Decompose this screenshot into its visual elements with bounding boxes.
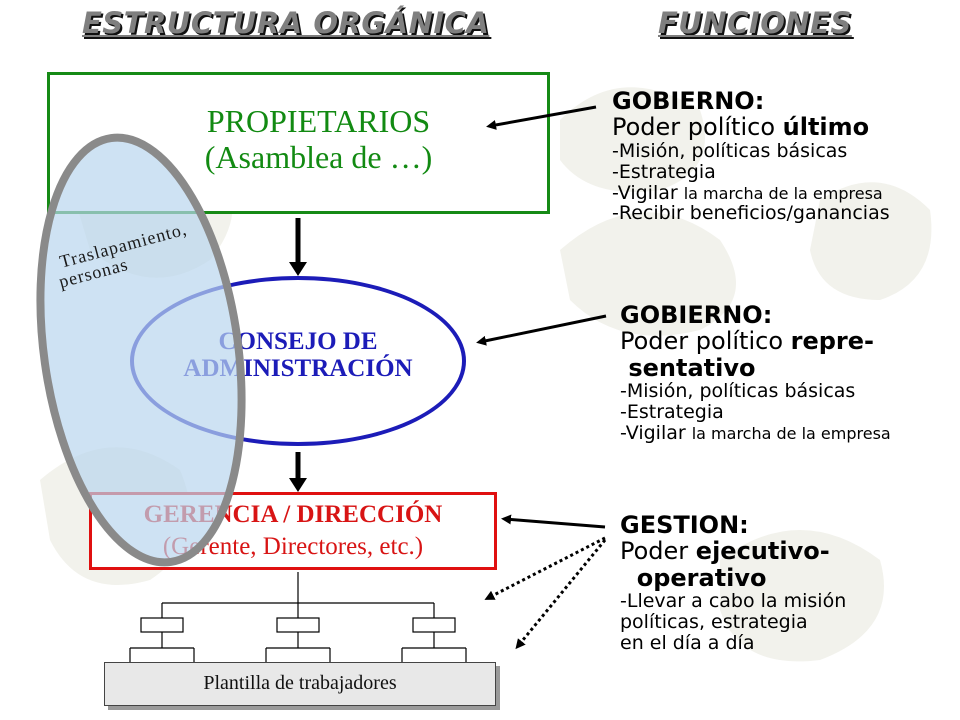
owners-item-3-detail: la marcha de la empresa bbox=[683, 183, 883, 203]
management-functions-subtitle: Poder bbox=[620, 537, 696, 566]
structure-header: ESTRUCTURA ORGÁNICA bbox=[82, 6, 490, 40]
owners-subtitle: (Asamblea de …) bbox=[204, 139, 433, 175]
board-functions-subtitle: Poder político bbox=[620, 327, 791, 356]
owners-item-1: -Misión, políticas básicas bbox=[612, 139, 848, 162]
board-functions: GOBIERNO: Poder político repre- sentativ… bbox=[620, 302, 891, 444]
owners-functions: GOBIERNO: Poder político último -Misión,… bbox=[612, 88, 890, 224]
management-item-3: en el día a día bbox=[620, 631, 755, 654]
board-item-1: -Misión, políticas básicas bbox=[620, 380, 856, 403]
overlap-ellipse bbox=[36, 133, 246, 567]
workforce-dotted-arrow-2 bbox=[515, 539, 607, 650]
management-functions-subtitle-bold-2: operativo bbox=[620, 563, 767, 592]
board-functions-title: GOBIERNO: bbox=[620, 301, 773, 329]
management-item-2: políticas, estrategia bbox=[620, 611, 808, 634]
board-item-3: -Vigilar bbox=[620, 421, 692, 444]
owners-functions-title: GOBIERNO: bbox=[612, 87, 765, 115]
board-function-arrow bbox=[476, 314, 607, 346]
management-functions: GESTION: Poder ejecutivo- operativo -Lle… bbox=[620, 512, 846, 654]
owners-item-2: -Estrategia bbox=[612, 160, 716, 183]
management-functions-subtitle-bold: ejecutivo- bbox=[695, 537, 830, 566]
management-functions-title: GESTION: bbox=[620, 511, 749, 539]
management-function-arrow bbox=[501, 514, 606, 529]
board-functions-subtitle-bold-2: sentativo bbox=[620, 353, 756, 382]
functions-header: FUNCIONES bbox=[658, 6, 852, 40]
owners-function-arrow bbox=[486, 105, 597, 130]
workforce-box: Plantilla de trabajadores bbox=[104, 662, 496, 706]
owners-title: PROPIETARIOS bbox=[206, 103, 431, 139]
board-title-line1: CONSEJO DE bbox=[218, 328, 378, 355]
board-item-2: -Estrategia bbox=[620, 401, 724, 424]
owners-functions-subtitle-bold: último bbox=[782, 113, 870, 142]
owners-functions-subtitle: Poder político bbox=[612, 113, 783, 142]
board-item-3-detail: la marcha de la empresa bbox=[691, 423, 891, 443]
owners-item-3: -Vigilar bbox=[612, 181, 684, 204]
owners-item-4: -Recibir beneficios/ganancias bbox=[612, 202, 890, 225]
workforce-dotted-arrow-1 bbox=[484, 536, 606, 600]
workforce-label: Plantilla de trabajadores bbox=[203, 672, 397, 694]
org-chart-tree bbox=[129, 572, 467, 662]
management-item-1: -Llevar a cabo la misión bbox=[620, 590, 847, 613]
board-functions-subtitle-bold: repre- bbox=[790, 327, 875, 356]
